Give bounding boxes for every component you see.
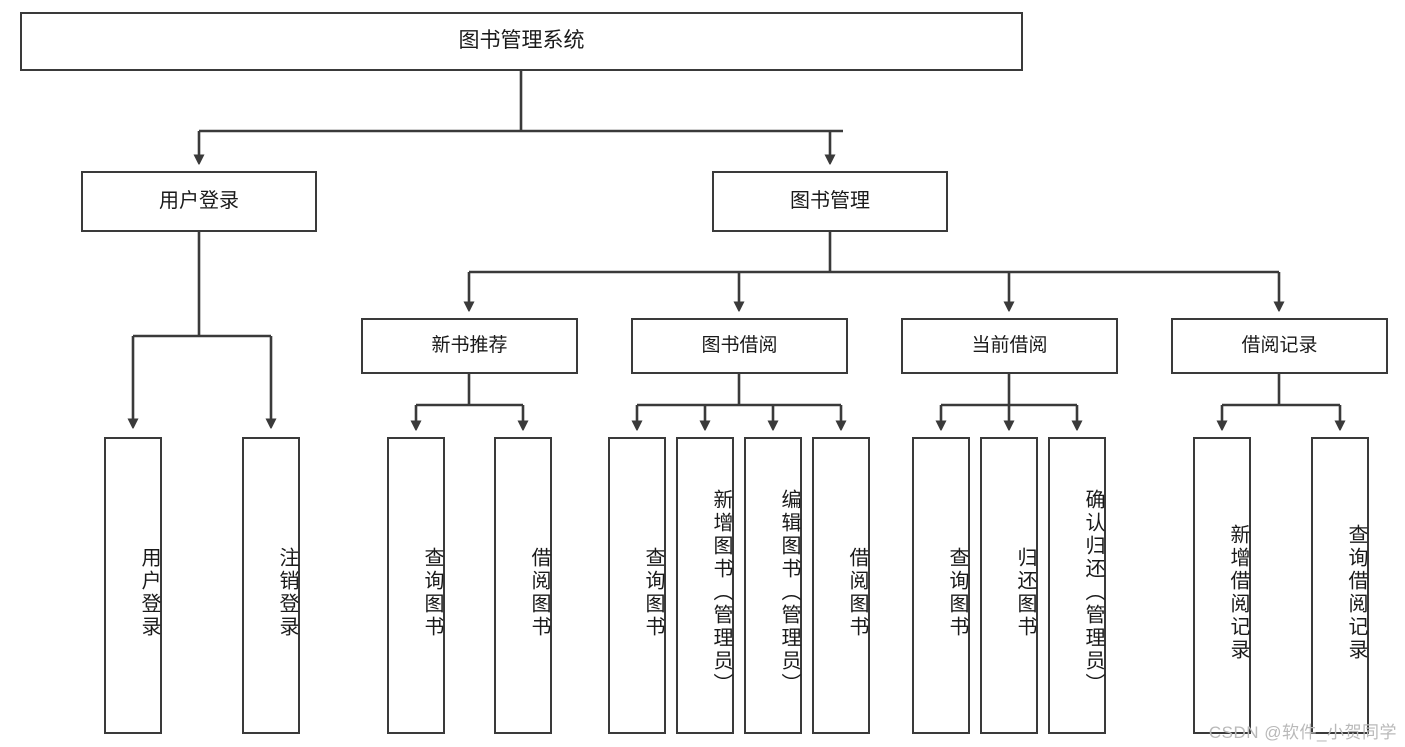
leaf-borrow-add-book[interactable]: 新增图书（管理员） xyxy=(676,437,734,734)
leaf-record-query-record-label: 查询借阅记录 xyxy=(1345,523,1367,662)
node-book-management[interactable]: 图书管理 xyxy=(712,171,948,232)
leaf-user-login-signin[interactable]: 用户登录 xyxy=(104,437,162,734)
leaf-borrow-edit-book-label: 编辑图书（管理员） xyxy=(778,489,800,696)
node-book-borrow-label: 图书借阅 xyxy=(701,335,778,357)
leaf-borrow-add-book-label: 新增图书（管理员） xyxy=(710,489,732,696)
node-book-management-label: 图书管理 xyxy=(790,190,870,212)
node-current-borrow-label: 当前借阅 xyxy=(971,335,1048,357)
node-new-book-recommend-label: 新书推荐 xyxy=(431,335,508,357)
node-book-borrow[interactable]: 图书借阅 xyxy=(631,318,848,374)
leaf-current-query-book[interactable]: 查询图书 xyxy=(912,437,970,734)
node-user-login[interactable]: 用户登录 xyxy=(81,171,317,232)
leaf-current-query-book-label: 查询图书 xyxy=(946,546,968,639)
leaf-current-return-book-label: 归还图书 xyxy=(1014,546,1036,639)
leaf-borrow-query-book[interactable]: 查询图书 xyxy=(608,437,666,734)
leaf-recommend-query-book[interactable]: 查询图书 xyxy=(387,437,445,734)
leaf-record-query-record[interactable]: 查询借阅记录 xyxy=(1311,437,1369,734)
leaf-borrow-query-book-label: 查询图书 xyxy=(642,546,664,639)
leaf-current-confirm-return[interactable]: 确认归还（管理员） xyxy=(1048,437,1106,734)
leaf-user-login-signin-label: 用户登录 xyxy=(138,546,160,639)
leaf-record-add-record[interactable]: 新增借阅记录 xyxy=(1193,437,1251,734)
leaf-borrow-borrow-book-label: 借阅图书 xyxy=(846,546,868,639)
leaf-recommend-borrow-book[interactable]: 借阅图书 xyxy=(494,437,552,734)
leaf-user-login-signout-label: 注销登录 xyxy=(276,546,298,639)
node-borrow-record-label: 借阅记录 xyxy=(1241,335,1318,357)
leaf-recommend-query-book-label: 查询图书 xyxy=(421,546,443,639)
watermark-text: CSDN @软件_小贺同学 xyxy=(1208,723,1397,742)
node-root-label: 图书管理系统 xyxy=(458,29,585,53)
leaf-user-login-signout[interactable]: 注销登录 xyxy=(242,437,300,734)
leaf-recommend-borrow-book-label: 借阅图书 xyxy=(528,546,550,639)
leaf-current-confirm-return-label: 确认归还（管理员） xyxy=(1082,489,1104,696)
leaf-current-return-book[interactable]: 归还图书 xyxy=(980,437,1038,734)
leaf-borrow-borrow-book[interactable]: 借阅图书 xyxy=(812,437,870,734)
node-current-borrow[interactable]: 当前借阅 xyxy=(901,318,1118,374)
leaf-borrow-edit-book[interactable]: 编辑图书（管理员） xyxy=(744,437,802,734)
node-user-login-label: 用户登录 xyxy=(159,190,239,212)
node-root[interactable]: 图书管理系统 xyxy=(20,12,1023,71)
node-borrow-record[interactable]: 借阅记录 xyxy=(1171,318,1388,374)
node-new-book-recommend[interactable]: 新书推荐 xyxy=(361,318,578,374)
leaf-record-add-record-label: 新增借阅记录 xyxy=(1227,523,1249,662)
